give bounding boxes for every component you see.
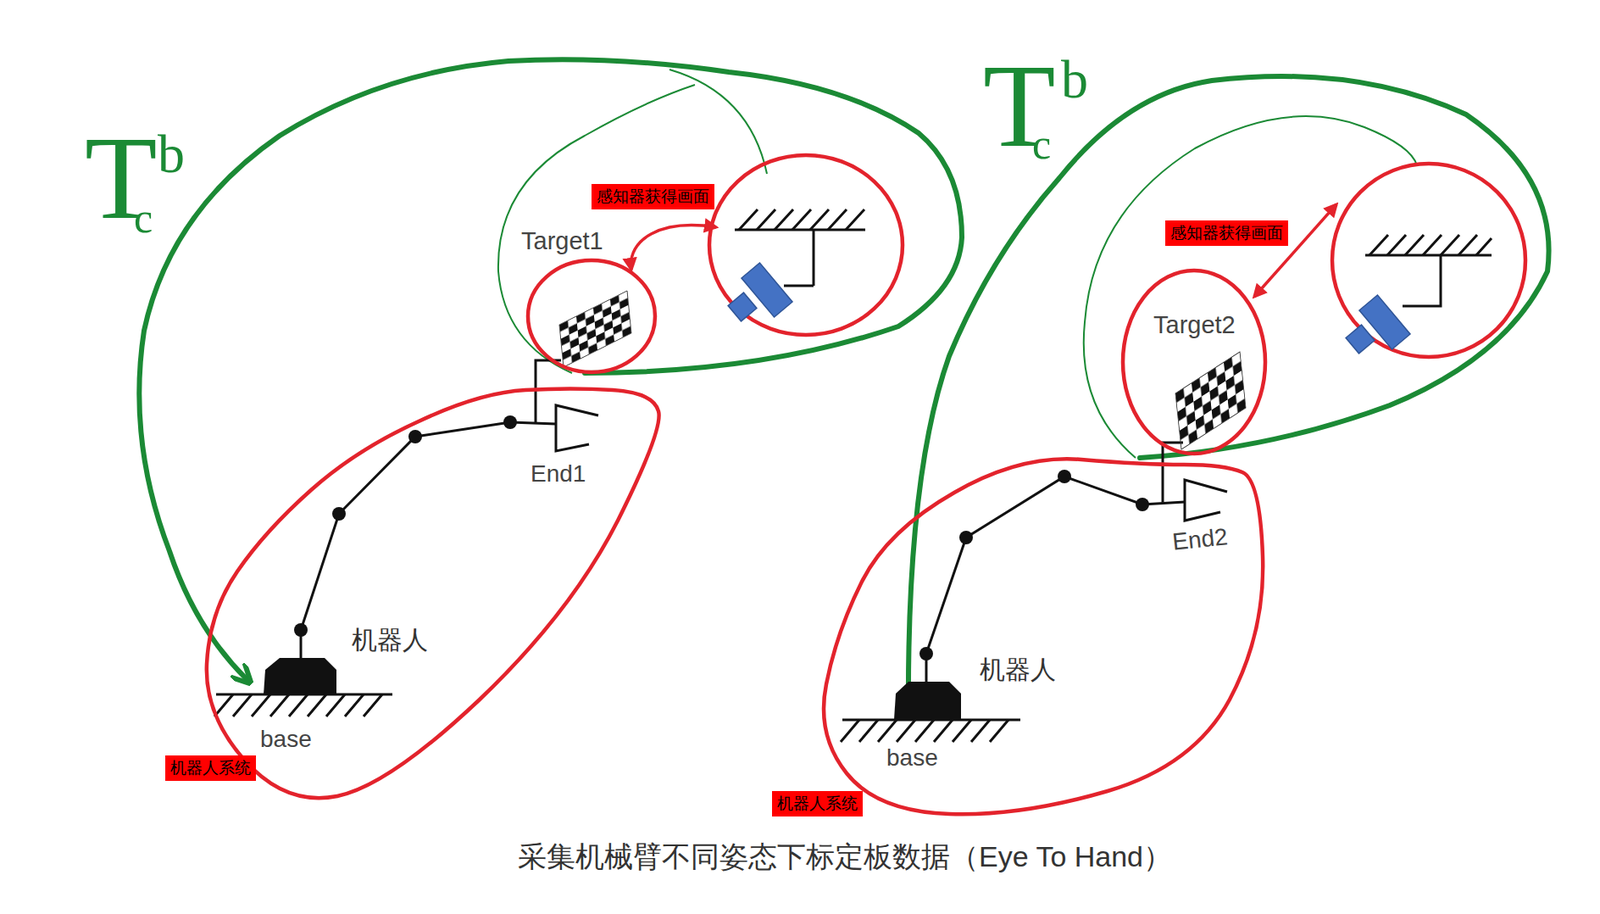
region-outline <box>809 449 1272 823</box>
robot-joint <box>959 530 973 545</box>
calibration-board <box>559 290 632 367</box>
view-arrow <box>1254 204 1337 297</box>
robot-arm <box>300 422 556 630</box>
thin-loop <box>669 69 767 174</box>
camera-region <box>709 155 903 335</box>
region-tag: 机器人系统 <box>165 755 256 781</box>
region-outline <box>1117 265 1271 459</box>
robot-joint <box>1057 469 1072 484</box>
robot-name: 机器人 <box>979 656 1056 683</box>
ceiling-hatch <box>738 209 865 230</box>
transform-loop <box>138 59 962 678</box>
region-tag: 机器人系统 <box>772 790 863 817</box>
view-tag: 感知器获得画面 <box>591 183 715 210</box>
region-outline <box>199 381 670 818</box>
robot-system-region: 机器人系统 <box>809 449 1272 823</box>
target-region: Target1 <box>522 255 661 378</box>
ground-hatch <box>840 719 1009 742</box>
robot-name: 机器人 <box>351 627 428 653</box>
view-arrow <box>631 225 717 270</box>
end-name: End1 <box>530 461 586 486</box>
ceiling-hatch <box>1369 234 1492 256</box>
camera-region <box>1332 163 1526 357</box>
transform-superscript: b <box>157 127 185 182</box>
view-tag: 感知器获得画面 <box>1165 220 1289 246</box>
thin-loop <box>1083 116 1417 458</box>
gripper <box>555 405 599 451</box>
transform-subscript: c <box>1032 122 1051 166</box>
camera-mount <box>812 229 816 286</box>
robot-joint <box>332 506 346 521</box>
figure-caption: 采集机械臂不同姿态下标定板数据（Eye To Hand） <box>517 838 1173 874</box>
camera-lens <box>1345 324 1375 354</box>
robot-arm <box>926 476 1185 654</box>
ground-hatch <box>214 694 383 717</box>
target-region: Target2 <box>1117 265 1271 459</box>
region-outline <box>522 255 661 378</box>
robot-base <box>894 681 962 720</box>
camera-lens <box>727 292 757 322</box>
robot-joint <box>503 415 517 429</box>
region-outline <box>206 388 660 799</box>
region-outline <box>823 458 1263 814</box>
region-outline <box>527 260 656 373</box>
transform-superscript: b <box>1061 52 1089 107</box>
ceiling-line <box>1365 254 1492 257</box>
target-name: Target2 <box>1153 311 1236 339</box>
base-name: base <box>260 727 312 751</box>
transform-loop <box>908 76 1550 712</box>
robot-base <box>263 657 337 695</box>
region-outline <box>1122 270 1266 454</box>
gripper <box>1184 479 1228 521</box>
base-name: base <box>886 745 939 770</box>
robot-joint <box>408 429 423 444</box>
camera-mount <box>1402 255 1441 306</box>
transform-subscript: c <box>133 196 153 239</box>
robot-joint <box>919 646 934 661</box>
end-name: End2 <box>1171 524 1229 555</box>
target-name: Target1 <box>521 227 604 256</box>
robot-joint <box>1135 497 1150 512</box>
camera-mount <box>783 284 814 288</box>
robot-joint <box>294 622 308 637</box>
robot-system-region: 机器人系统 <box>199 381 670 818</box>
